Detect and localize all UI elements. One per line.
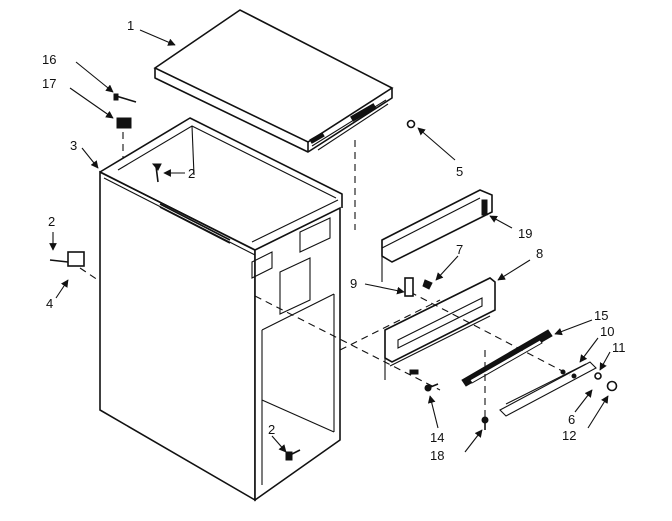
callout-18: 18	[430, 448, 444, 463]
trim-lens	[461, 329, 597, 417]
back-panel	[381, 189, 493, 282]
callout-6: 6	[568, 412, 575, 427]
control-panel	[384, 277, 496, 380]
top-panel	[153, 9, 394, 153]
callout-4: 4	[46, 296, 53, 311]
callout-2-upper: 2	[188, 166, 195, 181]
callout-arrows	[49, 29, 611, 453]
callout-16: 16	[42, 52, 56, 67]
callout-5: 5	[456, 164, 463, 179]
hardware	[49, 93, 618, 461]
callout-7: 7	[456, 242, 463, 257]
callout-19: 19	[518, 226, 532, 241]
callout-labels: 1 2 2 2 3 4 5 6 7 8 9 10 11 12 14 15 16 …	[42, 18, 626, 463]
cabinet-body	[99, 117, 356, 502]
callout-2-lower: 2	[268, 422, 275, 437]
callout-15: 15	[594, 308, 608, 323]
callout-8: 8	[536, 246, 543, 261]
callout-9: 9	[350, 276, 357, 291]
callout-11: 11	[612, 340, 626, 355]
callout-14: 14	[430, 430, 444, 445]
callout-1: 1	[127, 18, 134, 33]
callout-17: 17	[42, 76, 56, 91]
callout-12: 12	[562, 428, 576, 443]
callout-3: 3	[70, 138, 77, 153]
callout-2-left: 2	[48, 214, 55, 229]
callout-10: 10	[600, 324, 614, 339]
